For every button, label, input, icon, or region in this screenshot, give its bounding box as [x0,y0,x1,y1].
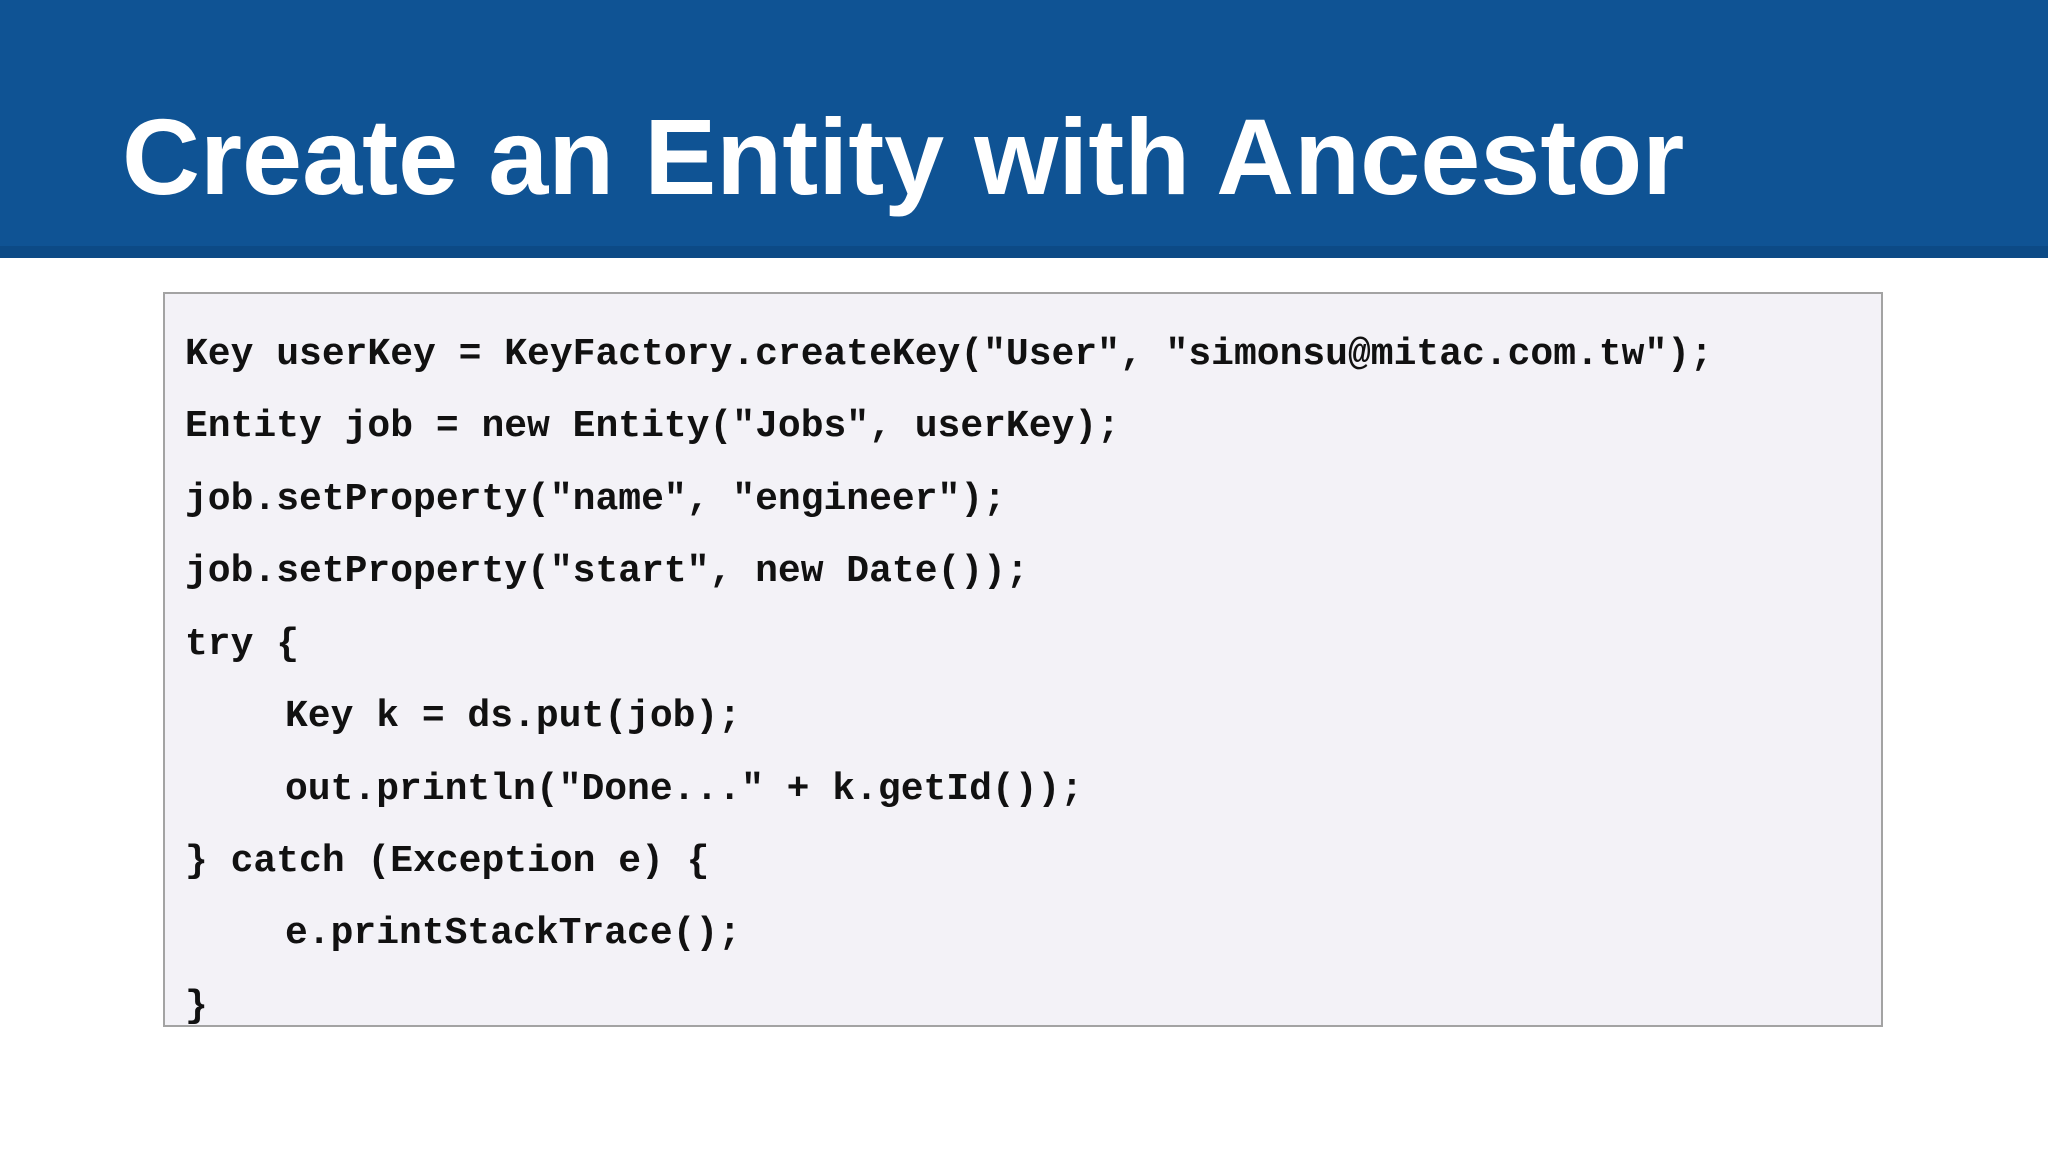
code-line: } [185,985,208,1028]
code-line: e.printStackTrace(); [285,912,742,955]
code-line: job.setProperty("name", "engineer"); [185,478,1006,521]
code-line: Entity job = new Entity("Jobs", userKey)… [185,405,1120,448]
code-line: try { [185,623,300,666]
header-divider [0,246,2048,258]
code-line: out.println("Done..." + k.getId()); [285,768,1084,811]
code-line: Key k = ds.put(job); [285,695,742,738]
code-line: Key userKey = KeyFactory.createKey("User… [185,333,1713,376]
code-line: } catch (Exception e) { [185,840,710,883]
code-block: Key userKey = KeyFactory.createKey("User… [163,292,1883,1028]
code-line: job.setProperty("start", new Date()); [185,550,1029,593]
slide-title: Create an Entity with Ancestor [122,96,1685,217]
slide-header: Create an Entity with Ancestor [0,0,2048,258]
